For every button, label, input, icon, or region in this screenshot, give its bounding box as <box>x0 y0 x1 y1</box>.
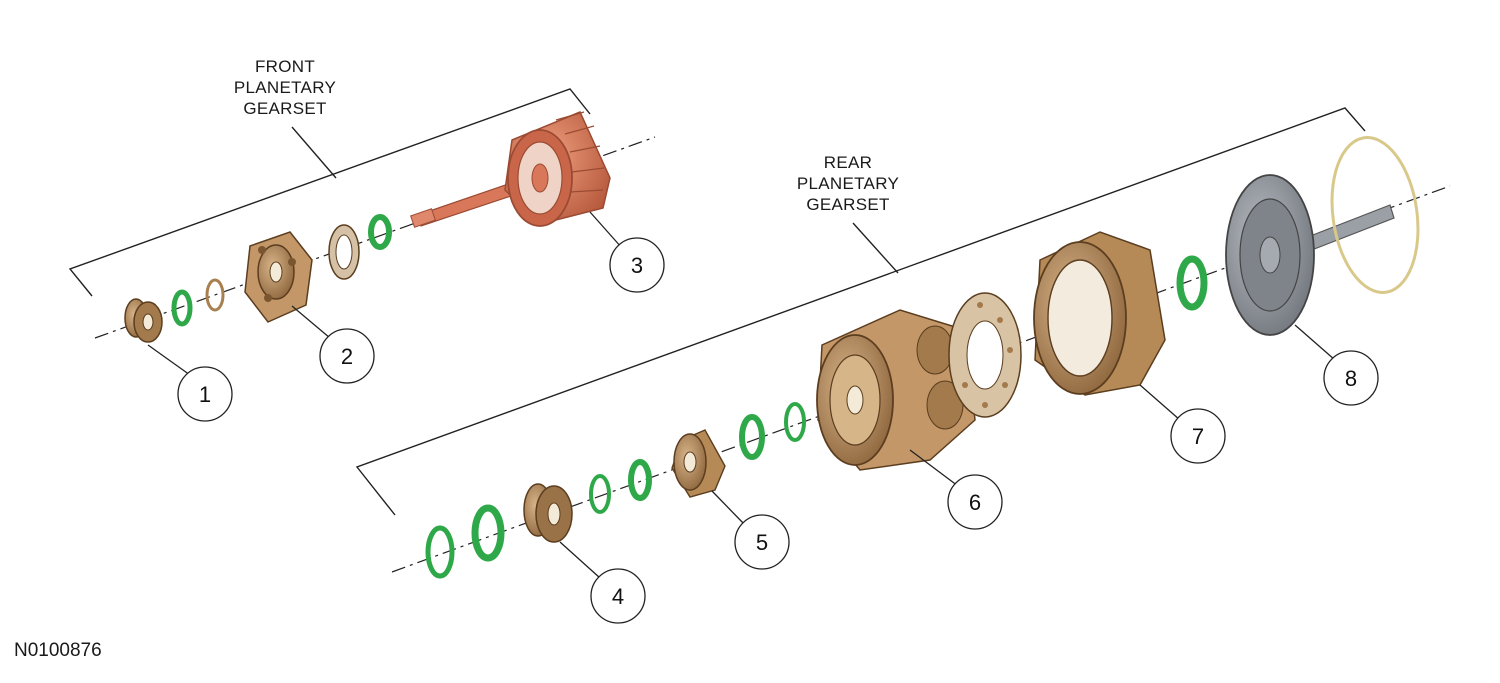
green-seal-ring <box>589 474 611 514</box>
part-8-output-shaft <box>1225 174 1395 336</box>
rear-gearset-bracket <box>355 107 1366 516</box>
green-seal-ring <box>368 214 392 250</box>
part-2-planet-carrier <box>244 231 313 323</box>
callout-4-label: 4 <box>612 584 624 609</box>
thrust-bearing-plate <box>948 292 1022 418</box>
callout-8-label: 8 <box>1345 366 1357 391</box>
part-4-sun-gear <box>523 483 573 543</box>
callout-3 <box>609 237 665 293</box>
green-seal-ring <box>1176 255 1208 311</box>
figure-id: N0100876 <box>14 640 102 661</box>
callouts: 1 2 3 4 5 6 7 8 <box>147 211 1379 624</box>
part-1-sun-gear <box>124 298 163 343</box>
callout-8 <box>1323 350 1379 406</box>
thrust-washer <box>205 278 225 312</box>
callout-4 <box>590 568 646 624</box>
callout-6-label: 6 <box>969 490 981 515</box>
callout-5-label: 5 <box>756 530 768 555</box>
green-seal-ring <box>471 504 505 562</box>
callout-7-label: 7 <box>1192 424 1204 449</box>
part-6-rear-planet-carrier <box>816 309 976 471</box>
part-7-ring-gear <box>1033 231 1166 396</box>
green-seal-ring <box>784 402 806 442</box>
callout-5 <box>734 514 790 570</box>
green-seal-ring <box>628 459 652 501</box>
front-gearset-bracket <box>68 88 591 297</box>
callout-1-label: 1 <box>199 382 211 407</box>
callout-7 <box>1170 408 1226 464</box>
callout-6 <box>947 474 1003 530</box>
green-seal-ring <box>739 414 765 460</box>
callout-2-label: 2 <box>341 344 353 369</box>
callout-1 <box>177 366 233 422</box>
part-5-gear <box>671 429 726 498</box>
rear-planetary-gearset-label: REAR PLANETARY GEARSET <box>796 153 900 214</box>
gold-seal-ring <box>1330 136 1420 294</box>
green-seal-ring <box>171 289 193 327</box>
callout-3-label: 3 <box>631 253 643 278</box>
thrust-bearing <box>328 224 360 280</box>
callout-2 <box>319 328 375 384</box>
green-seal-ring <box>425 525 455 579</box>
front-planetary-gearset-label: FRONT PLANETARY GEARSET <box>233 57 337 118</box>
part-3-ring-gear-shaft <box>410 111 611 228</box>
